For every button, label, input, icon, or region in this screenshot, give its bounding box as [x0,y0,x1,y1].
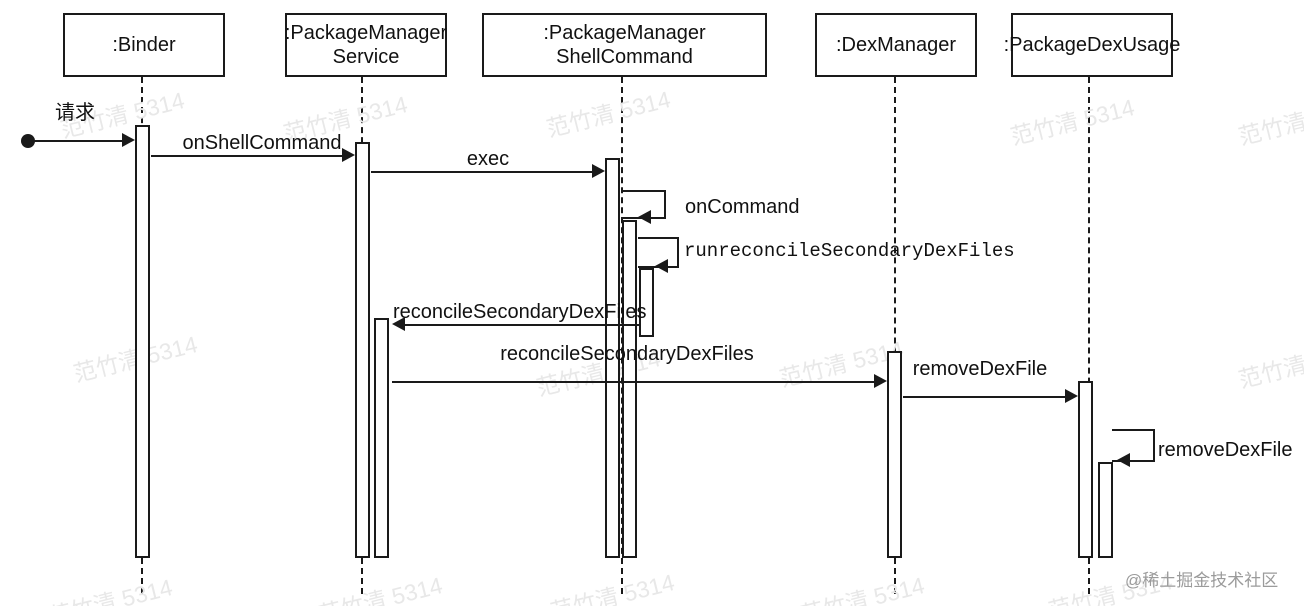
activation-pdu-1 [1078,381,1093,558]
participant-label: :DexManager [835,34,957,56]
watermark-text: 范竹清 5314 [1007,94,1138,150]
message-reconcile-return-line [404,324,641,326]
watermark-text: 范竹清 5314 [315,572,446,606]
arrowhead-icon [342,148,355,162]
participant-box-packagemanagershellcommand: :PackageManager ShellCommand [482,13,767,77]
message-reconcile-return-label: reconcileSecondaryDexFiles [393,301,647,323]
arrowhead-icon [638,210,651,224]
activation-shell-2 [622,220,637,558]
arrowhead-icon [655,259,668,273]
message-exec-line [371,171,593,173]
watermark-text: 范竹清 5314 [547,569,678,606]
watermark-text: 范竹清 5314 [797,572,928,606]
activation-shell-1 [605,158,620,558]
lifeline-dexmanager [894,77,896,594]
arrowhead-icon [1117,453,1130,467]
credit-text: @稀土掘金技术社区 [1125,571,1279,590]
message-runreconcile-label: runreconcileSecondaryDexFiles [684,240,1015,262]
arrowhead-icon [592,164,605,178]
message-removedexfile-line [903,396,1065,398]
message-reconcile-call-label: reconcileSecondaryDexFiles [500,343,754,365]
participant-box-packagemanagerservice: :PackageManager Service [285,13,447,77]
participant-box-dexmanager: :DexManager [815,13,977,77]
watermark-text: 范竹清 5314 [1235,337,1304,393]
start-circle [21,134,35,148]
participant-label: :PackageManager ShellCommand [543,22,706,68]
participant-label: :PackageManager Service [284,22,448,68]
participant-box-binder: :Binder [63,13,225,77]
message-request-line [34,140,122,142]
message-removedexfile-self-label: removeDexFile [1158,439,1293,461]
message-exec-label: exec [466,148,510,170]
watermark-text: 范竹清 5314 [45,574,176,606]
activation-pdu-2 [1098,462,1113,558]
lifeline-packagedexusage [1088,77,1090,594]
watermark-text: 范竹清 5314 [1235,94,1304,150]
participant-box-packagedexusage: :PackageDexUsage [1004,13,1180,77]
activation-shell-3 [639,268,654,337]
activation-pms-1 [355,142,370,558]
arrowhead-icon [392,317,405,331]
message-removedexfile-label: removeDexFile [912,358,1048,380]
arrowhead-icon [122,133,135,147]
message-removedexfile-self-loop [1112,429,1155,462]
activation-binder [135,125,150,558]
message-onshellcommand-line [151,155,343,157]
watermark-text: 范竹清 5314 [543,86,674,142]
message-onshellcommand-label: onShellCommand [182,132,342,154]
participant-label: :Binder [112,34,176,56]
arrowhead-icon [874,374,887,388]
arrowhead-icon [1065,389,1078,403]
message-reconcile-call-line [392,381,874,383]
activation-pms-2 [374,318,389,558]
participant-label: :PackageDexUsage [1003,34,1181,56]
activation-dexmanager [887,351,902,558]
message-request-label: 请求 [55,102,95,124]
message-oncommand-label: onCommand [685,196,800,218]
